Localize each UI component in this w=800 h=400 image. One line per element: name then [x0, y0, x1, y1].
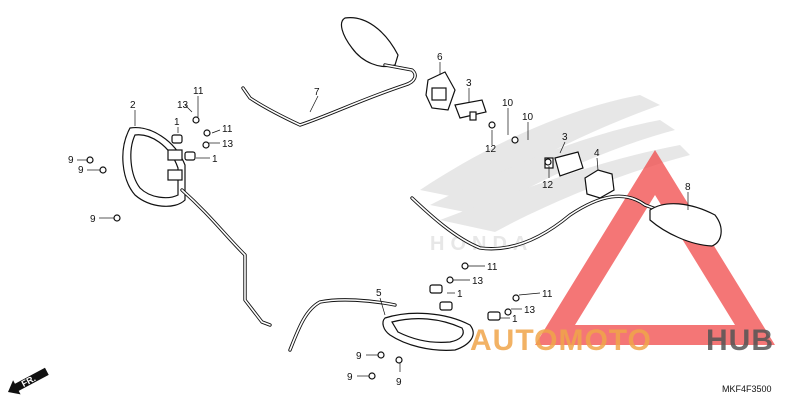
grommet-part-1: [171, 134, 501, 321]
callout-1: 1: [512, 314, 518, 325]
callout-6: 6: [437, 52, 443, 63]
front-direction-arrow: FR.: [8, 367, 49, 395]
callout-1: 1: [457, 289, 463, 300]
watermark-part2: HUB: [706, 324, 774, 357]
diagram-code: MKF4F3500: [722, 384, 772, 394]
watermark-triangle: [535, 150, 775, 345]
callout-13: 13: [222, 139, 234, 150]
callout-1: 1: [174, 117, 180, 128]
fastener-group: [86, 116, 552, 380]
callout-10: 10: [502, 98, 514, 109]
callout-13: 13: [472, 276, 484, 287]
callout-3: 3: [466, 78, 472, 89]
watermark-part1: AUTOMOTO: [470, 324, 652, 357]
callout-8: 8: [685, 182, 691, 193]
callout-5: 5: [376, 288, 382, 299]
callout-9: 9: [356, 351, 362, 362]
callout-labels: 2 9 9 9 1 11 13 11 13 1 7 6 3 10 10 12 3…: [68, 52, 691, 388]
lower-winker-assembly: [288, 298, 474, 352]
callout-11: 11: [487, 262, 498, 273]
callout-12: 12: [542, 180, 554, 191]
watermark-text: AUTOMOTO HUB: [470, 324, 774, 357]
callout-13: 13: [177, 100, 189, 111]
callout-11: 11: [542, 289, 553, 300]
leader-lines: [77, 62, 689, 377]
left-winker-assembly: [122, 127, 186, 207]
callout-9: 9: [396, 377, 402, 388]
callout-3: 3: [562, 132, 568, 143]
callout-9: 9: [90, 214, 96, 225]
callout-7: 7: [314, 87, 320, 98]
callout-9: 9: [78, 165, 84, 176]
callout-9: 9: [347, 372, 353, 383]
callout-9: 9: [68, 155, 74, 166]
bracket-group: [425, 71, 584, 177]
upper-winker-wire: [241, 17, 417, 127]
callout-11: 11: [222, 124, 233, 135]
callout-2: 2: [130, 100, 136, 111]
callout-1: 1: [212, 154, 218, 165]
callout-10: 10: [522, 112, 534, 123]
callout-4: 4: [594, 148, 600, 159]
callout-13: 13: [524, 305, 536, 316]
callout-11: 11: [193, 86, 204, 97]
callout-12: 12: [485, 144, 497, 155]
